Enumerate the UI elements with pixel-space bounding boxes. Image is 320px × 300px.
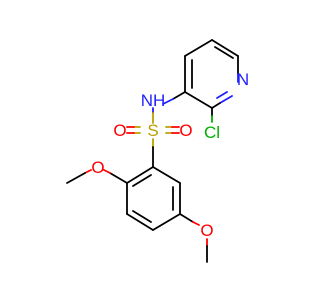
molecule-structure: N NH Cl S O O O O [66,39,249,263]
bond [103,169,111,174]
structure-canvas: N NH Cl S O O O O [66,39,249,263]
atom-nh: NH [141,91,166,110]
bond [184,91,213,109]
bond [216,91,228,99]
bond [132,174,152,187]
bond [211,102,221,109]
bond [66,172,86,184]
bond [109,172,128,184]
bond [152,166,181,184]
bond [172,91,186,100]
atom-cl: Cl [204,123,220,142]
bond [152,213,181,231]
bond [179,213,194,223]
atom-n-ring: N [237,70,249,89]
bond [84,169,92,174]
bond [211,39,239,57]
bond [184,39,213,57]
bond [219,95,233,104]
bond [126,213,154,231]
bond [192,221,200,226]
bond [162,98,174,105]
bond [126,166,154,184]
bond [132,210,152,223]
atom-o-methoxy-bottom: O [200,221,213,240]
atom-o-right: O [179,121,192,140]
atom-s: S [147,121,158,140]
atom-o-left: O [113,121,126,140]
atom-o-methoxy-top: O [91,158,104,177]
bond [214,46,234,59]
pyridine-ring [184,39,239,109]
benzene-ring [126,166,181,231]
